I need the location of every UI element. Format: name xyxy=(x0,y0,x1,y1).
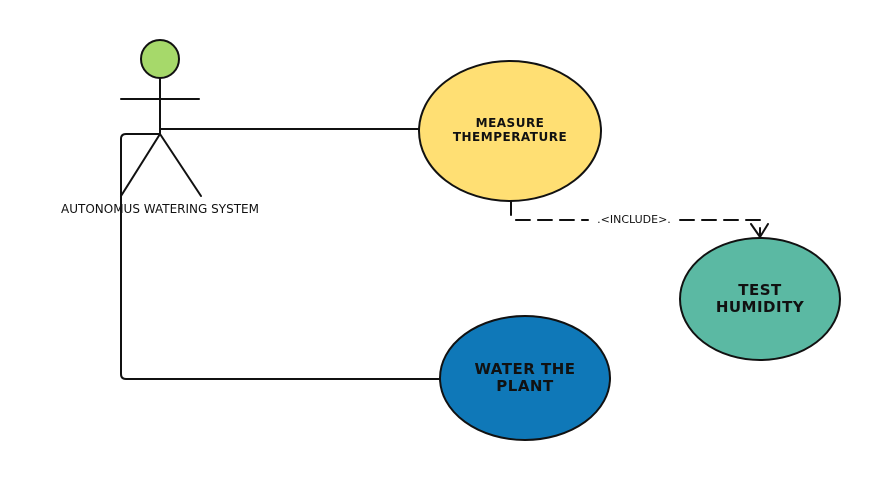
include-relationship[interactable]: .<INCLUDE>. xyxy=(510,200,769,238)
use-case-measure-themperature[interactable]: MEASURE THEMPERATURE xyxy=(418,60,602,202)
use-case-label-line: THEMPERATURE xyxy=(453,130,567,144)
include-line-right xyxy=(679,219,761,237)
use-case-label-line: WATER THE xyxy=(474,360,575,378)
use-case-ellipse xyxy=(439,315,611,441)
actor-head xyxy=(140,39,180,79)
use-case-water-the-plant[interactable]: WATER THE PLANT xyxy=(439,315,611,441)
include-line-left xyxy=(510,200,589,221)
actor-right-leg xyxy=(159,133,202,197)
actor-left-leg xyxy=(120,133,161,197)
use-case-ellipse xyxy=(679,237,841,361)
use-case-label-line: TEST xyxy=(738,281,782,299)
use-case-label-line: PLANT xyxy=(496,377,554,395)
actor-label: AUTONOMUS WATERING SYSTEM xyxy=(61,202,259,216)
use-case-label-line: HUMIDITY xyxy=(716,298,805,316)
include-label: .<INCLUDE>. xyxy=(597,213,671,226)
association-actor-water[interactable] xyxy=(120,133,442,380)
use-case-ellipse xyxy=(418,60,602,202)
actor[interactable]: AUTONOMUS WATERING SYSTEM xyxy=(61,39,259,216)
use-case-test-humidity[interactable]: TEST HUMIDITY xyxy=(679,237,841,361)
use-case-label-line: MEASURE xyxy=(476,116,545,130)
